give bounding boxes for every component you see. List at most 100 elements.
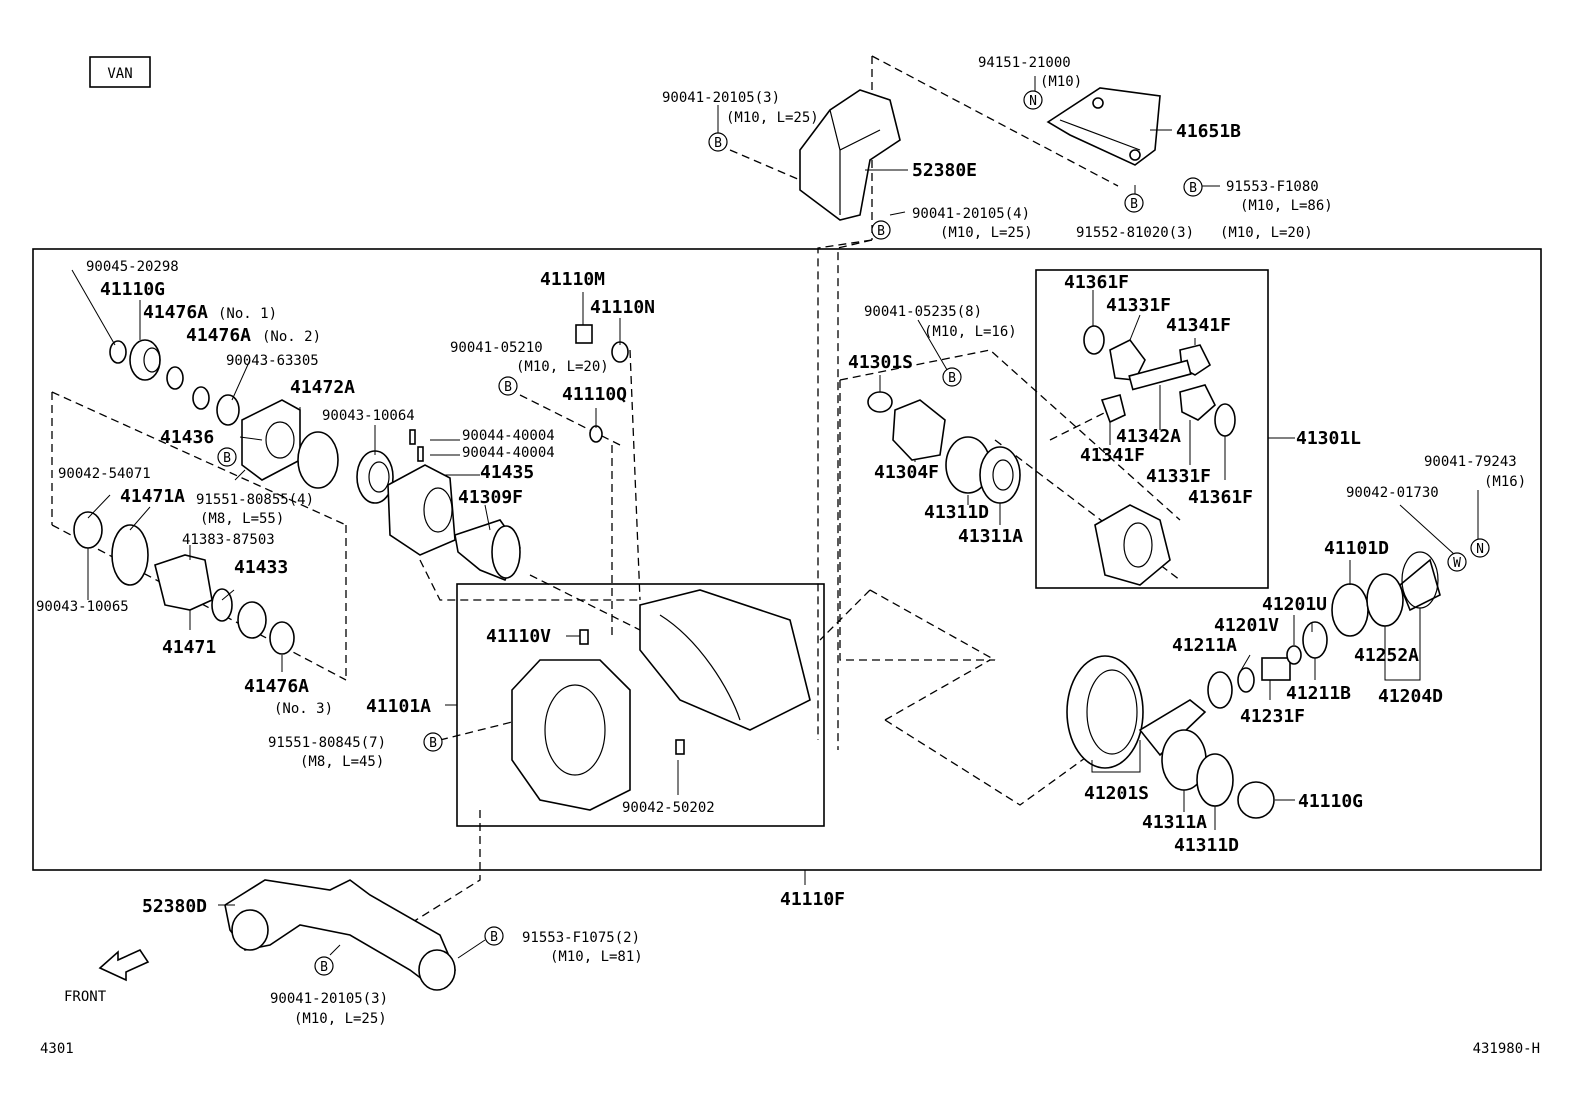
callout: 41476A [244,676,309,697]
callout: 91551-80845(7) [268,735,386,751]
callout: 90041-05235(8) [864,304,982,320]
callout: 90043-10065 [36,599,129,615]
callout: 41311D [924,502,989,523]
callout: 41311A [958,526,1023,547]
callout-spec: (M8, L=55) [200,511,284,527]
callout: 41301S [848,352,913,373]
leader-lines [71,76,1479,959]
callout-spec: (No. 1) [218,306,277,322]
callout: 41471A [120,486,185,507]
callout: 90043-63305 [226,353,319,369]
callout: 90041-05210 [450,340,543,356]
callout: 41471 [162,637,216,658]
mount-41651b [1046,87,1161,166]
callout: 41201U [1262,594,1327,615]
marker-n: N [1029,94,1037,109]
differential-right-group [867,391,1171,586]
callout: 41361F [1188,487,1253,508]
diff-case-internals [1083,325,1236,437]
callout-spec: (M10, L=25) [294,1011,387,1027]
callout: 41252A [1354,645,1419,666]
callout: 41110V [486,626,551,647]
callout: 41331F [1146,466,1211,487]
front-arrow-icon [98,948,150,982]
model-tag-box [89,56,151,88]
callout: 41110F [780,889,845,910]
callout: 90042-50202 [622,800,715,816]
callout: 90041-20105(3) [662,90,780,106]
front-label: FRONT [64,989,107,1005]
callout: 41435 [480,462,534,483]
callout-spec: (M10, L=25) [940,225,1033,241]
callout: 94151-21000 [978,55,1071,71]
callout-spec: (No. 2) [262,329,321,345]
callout: 52380E [912,160,977,181]
callout: 41101A [366,696,431,717]
illustration-code: 431980-H [1473,1041,1540,1057]
callout: 90041-20105(3) [270,991,388,1007]
model-tag: VAN [107,66,132,82]
marker-b: B [223,451,231,466]
callout-spec: (M10, L=25) [726,110,819,126]
callout: 41651B [1176,121,1241,142]
callout: 90042-01730 [1346,485,1439,501]
callout: 41301L [1296,428,1361,449]
callout: 91553-F1075(2) [522,930,640,946]
marker-n: N [1476,542,1484,557]
callout: 41342A [1116,426,1181,447]
marker-w: W [1453,556,1461,571]
callout: 41436 [160,427,214,448]
callout: 41472A [290,377,355,398]
callout: 41341F [1166,315,1231,336]
callout: 41101D [1324,538,1389,559]
callout: 41341F [1080,445,1145,466]
callout: 90044-40004 [462,445,555,461]
callout-spec: (M8, L=45) [300,754,384,770]
marker-b: B [320,960,328,975]
callout: 90042-54071 [58,466,151,482]
marker-b: B [948,371,956,386]
differential-case-frame [1035,269,1269,589]
marker-b: B [714,136,722,151]
marker-b: B [504,380,512,395]
callout: 41110M [540,269,605,290]
callout: 41476A [186,325,251,346]
crossmember-52380d [224,879,457,991]
main-assembly-frame [32,248,1542,871]
callout: 41110G [1298,791,1363,812]
callout: 41361F [1064,272,1129,293]
marker-b: B [1130,197,1138,212]
callout: 41201S [1084,783,1149,804]
callout: 41311D [1174,835,1239,856]
callout: 41304F [874,462,939,483]
callout: 41110G [100,279,165,300]
callout: 41211A [1172,635,1237,656]
callout: 41110N [590,297,655,318]
callout: 91552-81020(3) [1076,225,1194,241]
left-bearing-group [73,339,394,655]
callout: 91553-F1080 [1226,179,1319,195]
callout-spec: (M10, L=16) [924,324,1017,340]
callout: 41204D [1378,686,1443,707]
callout-spec: (M10, L=86) [1240,198,1333,214]
callout: 41476A [143,302,208,323]
callout: 41433 [234,557,288,578]
callout-spec: (M10, L=20) [516,359,609,375]
callout-labels: 90041-20105(3) (M10, L=25) 52380E 90041-… [36,55,1526,1027]
carrier-housing [511,589,811,811]
callout: 41110Q [562,384,627,405]
callout: 90041-79243 [1424,454,1517,470]
callout: 41309F [458,487,523,508]
callout: 90043-10064 [322,408,415,424]
marker-b: B [490,930,498,945]
callout: 90045-20298 [86,259,179,275]
callout: 41201V [1214,615,1279,636]
bracket-52380e [799,89,901,221]
ring-pinion-group [1066,551,1441,819]
callout: 41311A [1142,812,1207,833]
callout: 41231F [1240,706,1305,727]
callout-spec: (No. 3) [274,701,333,717]
fastener-markers: B B N B B B B B B W N B B [217,90,1490,976]
callout-spec: (M10, L=81) [550,949,643,965]
callout: 90041-20105(4) [912,206,1030,222]
